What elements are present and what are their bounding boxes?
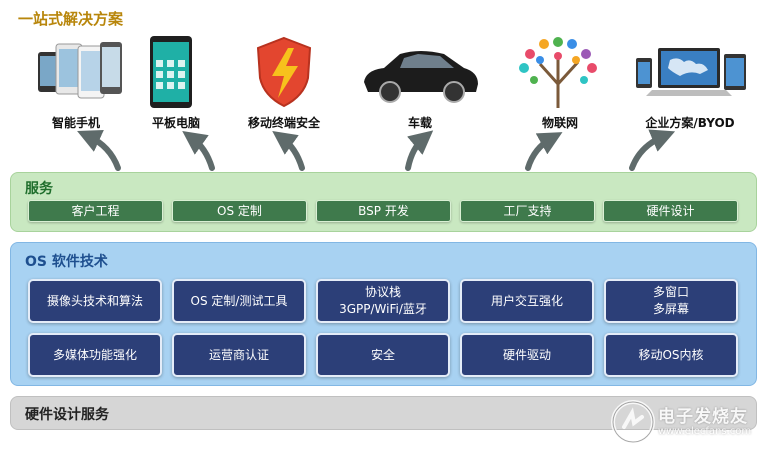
tech-protocol-stack: 协议栈 3GPP/WiFi/蓝牙: [316, 279, 450, 323]
arrow-enterprise: [629, 129, 676, 171]
app-iot: 物联网: [500, 34, 620, 130]
tablet-icon: [150, 36, 192, 108]
service-os-customization: OS 定制: [172, 200, 307, 222]
tech-line: 运营商认证: [208, 347, 269, 362]
tech-security: 安全: [316, 333, 450, 377]
service-bsp-development: BSP 开发: [316, 200, 451, 222]
tech-line: 3GPP/WiFi/蓝牙: [339, 302, 427, 316]
arrow-smartphone: [77, 130, 121, 171]
car-icon: [364, 51, 478, 103]
upward-arrows: [77, 129, 676, 171]
tech-line: 安全: [370, 347, 395, 362]
app-car: 车载: [360, 34, 480, 130]
app-label: 智能手机: [51, 116, 100, 130]
tech-hardware-driver: 硬件驱动: [460, 333, 594, 377]
services-title: 服务: [25, 181, 53, 197]
tech-line: 多窗口: [652, 285, 689, 299]
tech-multi-window: 多窗口 多屏幕: [604, 279, 738, 323]
hardware-title: 硬件设计服务: [25, 407, 109, 423]
tech-line: 摄像头技术和算法: [46, 293, 143, 308]
app-smartphone: 智能手机: [16, 34, 136, 130]
arrow-car: [405, 130, 434, 171]
tech-ux-enhancement: 用户交互强化: [460, 279, 594, 323]
tech-line: 用户交互强化: [490, 293, 563, 308]
tech-carrier-certification: 运营商认证: [172, 333, 306, 377]
tech-multimedia: 多媒体功能强化: [28, 333, 162, 377]
services-layer: 服务 客户工程 OS 定制 BSP 开发 工厂支持 硬件设计: [10, 172, 757, 232]
app-tablet: 平板电脑: [116, 34, 236, 130]
watermark-text: 电子发烧友: [658, 407, 748, 427]
app-security: 移动终端安全: [224, 34, 344, 130]
watermark-url: www.elecfans.com: [658, 426, 752, 437]
arrow-tablet: [182, 131, 215, 171]
tech-line: 多媒体功能强化: [52, 347, 137, 362]
app-label: 移动终端安全: [247, 116, 320, 130]
arrow-iot: [525, 132, 563, 171]
tech-line: 移动OS内核: [638, 347, 704, 362]
os-tech-title: OS 软件技术: [25, 254, 108, 270]
tech-line: 硬件驱动: [502, 347, 551, 362]
tech-line: 协议栈: [364, 285, 401, 299]
tech-camera: 摄像头技术和算法: [28, 279, 162, 323]
tech-line: OS 定制/测试工具: [190, 293, 288, 308]
watermark: 电子发烧友 www.elecfans.com: [610, 396, 760, 448]
app-label: 平板电脑: [151, 116, 200, 130]
service-hardware-design: 硬件设计: [603, 200, 738, 222]
arrow-security: [272, 131, 305, 171]
iot-tree-icon: [519, 37, 597, 108]
security-shield-icon: [256, 36, 312, 108]
tech-mobile-os-kernel: 移动OS内核: [604, 333, 738, 377]
tech-os-custom-test-tools: OS 定制/测试工具: [172, 279, 306, 323]
app-label: 企业方案/BYOD: [645, 116, 735, 130]
os-tech-layer: OS 软件技术 摄像头技术和算法 OS 定制/测试工具 协议栈 3GPP/WiF…: [10, 242, 757, 386]
page-title: 一站式解决方案: [18, 10, 124, 28]
smartphones-icon: [38, 42, 122, 99]
watermark-logo-icon: [611, 400, 655, 444]
app-label: 车载: [407, 116, 432, 130]
service-factory-support: 工厂支持: [460, 200, 595, 222]
tech-line: 多屏幕: [652, 302, 689, 316]
app-label: 物联网: [541, 116, 578, 130]
app-enterprise: 企业方案/BYOD: [630, 34, 750, 130]
service-customer-engineering: 客户工程: [28, 200, 163, 222]
enterprise-devices-icon: [636, 48, 746, 96]
